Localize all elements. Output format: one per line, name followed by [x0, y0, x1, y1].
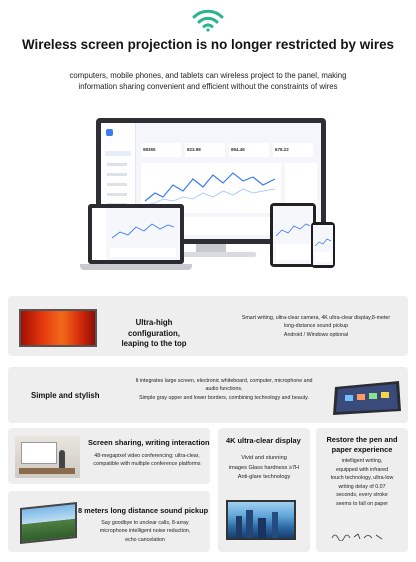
tablet-table — [276, 244, 310, 260]
title-line: Restore the pen and — [326, 435, 398, 444]
building-shape — [272, 512, 278, 538]
pen-title: Restore the pen and paper experience — [318, 435, 406, 455]
ultra-high-title: Ultra-high configuration, leaping to the… — [112, 318, 196, 350]
subtitle-line: information sharing convenient and effic… — [78, 82, 338, 91]
building-shape — [258, 518, 266, 538]
laptop-chart — [111, 223, 175, 239]
app-logo-icon — [106, 129, 113, 136]
simple-text: It integrates large screen, electronic w… — [126, 377, 322, 402]
text-line: It integrates large screen, electronic w… — [135, 378, 313, 384]
sound-title: 8 meters long distance sound pickup — [78, 506, 209, 515]
panel-stand — [196, 244, 226, 252]
text-line: long-distance sound pickup — [283, 323, 349, 330]
title-line: leaping to the top — [121, 339, 187, 348]
text-line: Say goodbye to unclear calls, 8-array — [101, 520, 189, 526]
display-4k-title: 4K ultra-clear display — [226, 436, 301, 445]
stat-card: 823.98 — [185, 143, 225, 157]
pen-text: intelligent writing, equipped with infra… — [318, 457, 406, 509]
smart-panel-tv-image — [333, 381, 401, 415]
text-line: equipped with infrared — [335, 466, 389, 473]
meeting-screen — [21, 442, 57, 464]
title-line: paper experience — [331, 445, 393, 454]
text-line: Simple gray upper and lower borders, com… — [139, 394, 309, 401]
subtitle-line: computers, mobile phones, and tablets ca… — [69, 71, 347, 80]
text-line: seems to fall on paper — [335, 500, 389, 507]
stat-card: 98365 — [141, 143, 181, 157]
text-line: writing delay of 0.07 — [338, 483, 386, 490]
person-figure — [59, 450, 65, 468]
text-line: compatible with multiple conference plat… — [93, 461, 201, 468]
sound-text: Say goodbye to unclear calls, 8-array mi… — [88, 519, 202, 544]
laptop-sidebar — [92, 208, 106, 260]
text-line: echo cancelation — [125, 536, 165, 543]
tablet-screen — [273, 206, 313, 264]
meeting-table — [19, 468, 75, 474]
text-line: audio functions. — [205, 386, 243, 393]
city-skyline-image — [226, 500, 296, 540]
sidebar-item — [107, 183, 127, 186]
sidebar-item — [107, 163, 127, 166]
laptop-screen — [92, 208, 180, 260]
phone-chart — [314, 238, 332, 247]
stat-card: 678.22 — [273, 143, 313, 157]
sidebar-item — [107, 193, 127, 196]
wifi-icon — [192, 9, 224, 32]
simple-title: Simple and stylish — [31, 391, 100, 400]
meeting-room-image — [15, 436, 80, 478]
stat-card: 894.46 — [229, 143, 269, 157]
sidebar-item — [105, 151, 131, 156]
landscape-screen-image — [20, 502, 77, 544]
sidebar-item — [107, 173, 127, 176]
text-line: seconds, every stroke — [336, 492, 388, 499]
page-subtitle: computers, mobile phones, and tablets ca… — [40, 70, 376, 92]
laptop-base — [80, 264, 192, 270]
panel-base — [166, 252, 256, 257]
phone-list — [315, 252, 331, 262]
handwriting-sample — [331, 533, 383, 541]
ultra-high-text: Smart writing, ultra-clear camera, 4K ul… — [230, 314, 402, 339]
laptop-table — [110, 248, 176, 257]
feature-pen-panel — [316, 428, 408, 552]
phone-screen — [313, 225, 333, 265]
text-line: microphone intelligent noise reduction, — [99, 528, 191, 535]
text-line: images Glass hardness ≥7H — [228, 464, 300, 471]
building-shape — [246, 510, 253, 538]
text-line: Android / Windows optional — [283, 331, 349, 338]
text-line: 48-megapixel video conferencing; ultra-c… — [94, 453, 200, 459]
building-shape — [236, 516, 242, 538]
fire-screen-image — [19, 309, 97, 347]
text-line: Anti-glare technology — [237, 474, 291, 481]
smart-panel-screen: 98365 823.98 894.46 678.22 — [101, 123, 321, 239]
text-line: intelligent writing, — [341, 458, 383, 464]
sharing-text: 48-megapixel video conferencing; ultra-c… — [88, 452, 206, 469]
text-line: Vivid and stunning — [241, 455, 287, 461]
sharing-title: Screen sharing, writing interaction — [88, 438, 210, 447]
tablet-chart — [275, 223, 311, 237]
page-headline: Wireless screen projection is no longer … — [22, 37, 394, 52]
title-line: Ultra-high configuration, — [128, 318, 180, 338]
text-line: Smart writing, ultra-clear camera, 4K ul… — [241, 315, 391, 321]
display-4k-text: Vivid and stunning images Glass hardness… — [222, 454, 306, 483]
text-line: touch technology, ultra-low — [330, 475, 394, 482]
